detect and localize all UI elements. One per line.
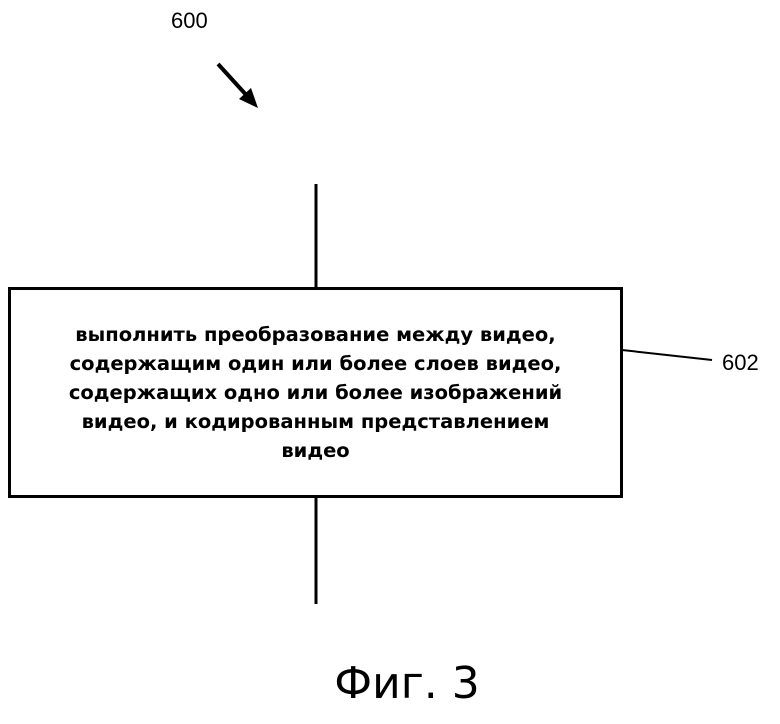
figure-arrow [218,64,258,108]
process-step-text: выполнить преобразование между видео, со… [11,320,620,465]
step-text-line: содержащим один или более слоев видео, [17,349,614,378]
figure-caption-container: Фиг. 3 [0,662,780,706]
step-text-line: выполнить преобразование между видео, [17,320,614,349]
figure-caption: Фиг. 3 [334,658,480,709]
step-text-line: видео, и кодированным представлением [17,407,614,436]
process-step-box: выполнить преобразование между видео, со… [8,287,623,498]
figure-arrow-shaft [218,64,249,98]
step-text-line: содержащих одно или более изображений [17,378,614,407]
step-leader-line [622,350,712,360]
step-text-line: видео [17,436,614,465]
step-reference-label: 602 [722,352,759,374]
